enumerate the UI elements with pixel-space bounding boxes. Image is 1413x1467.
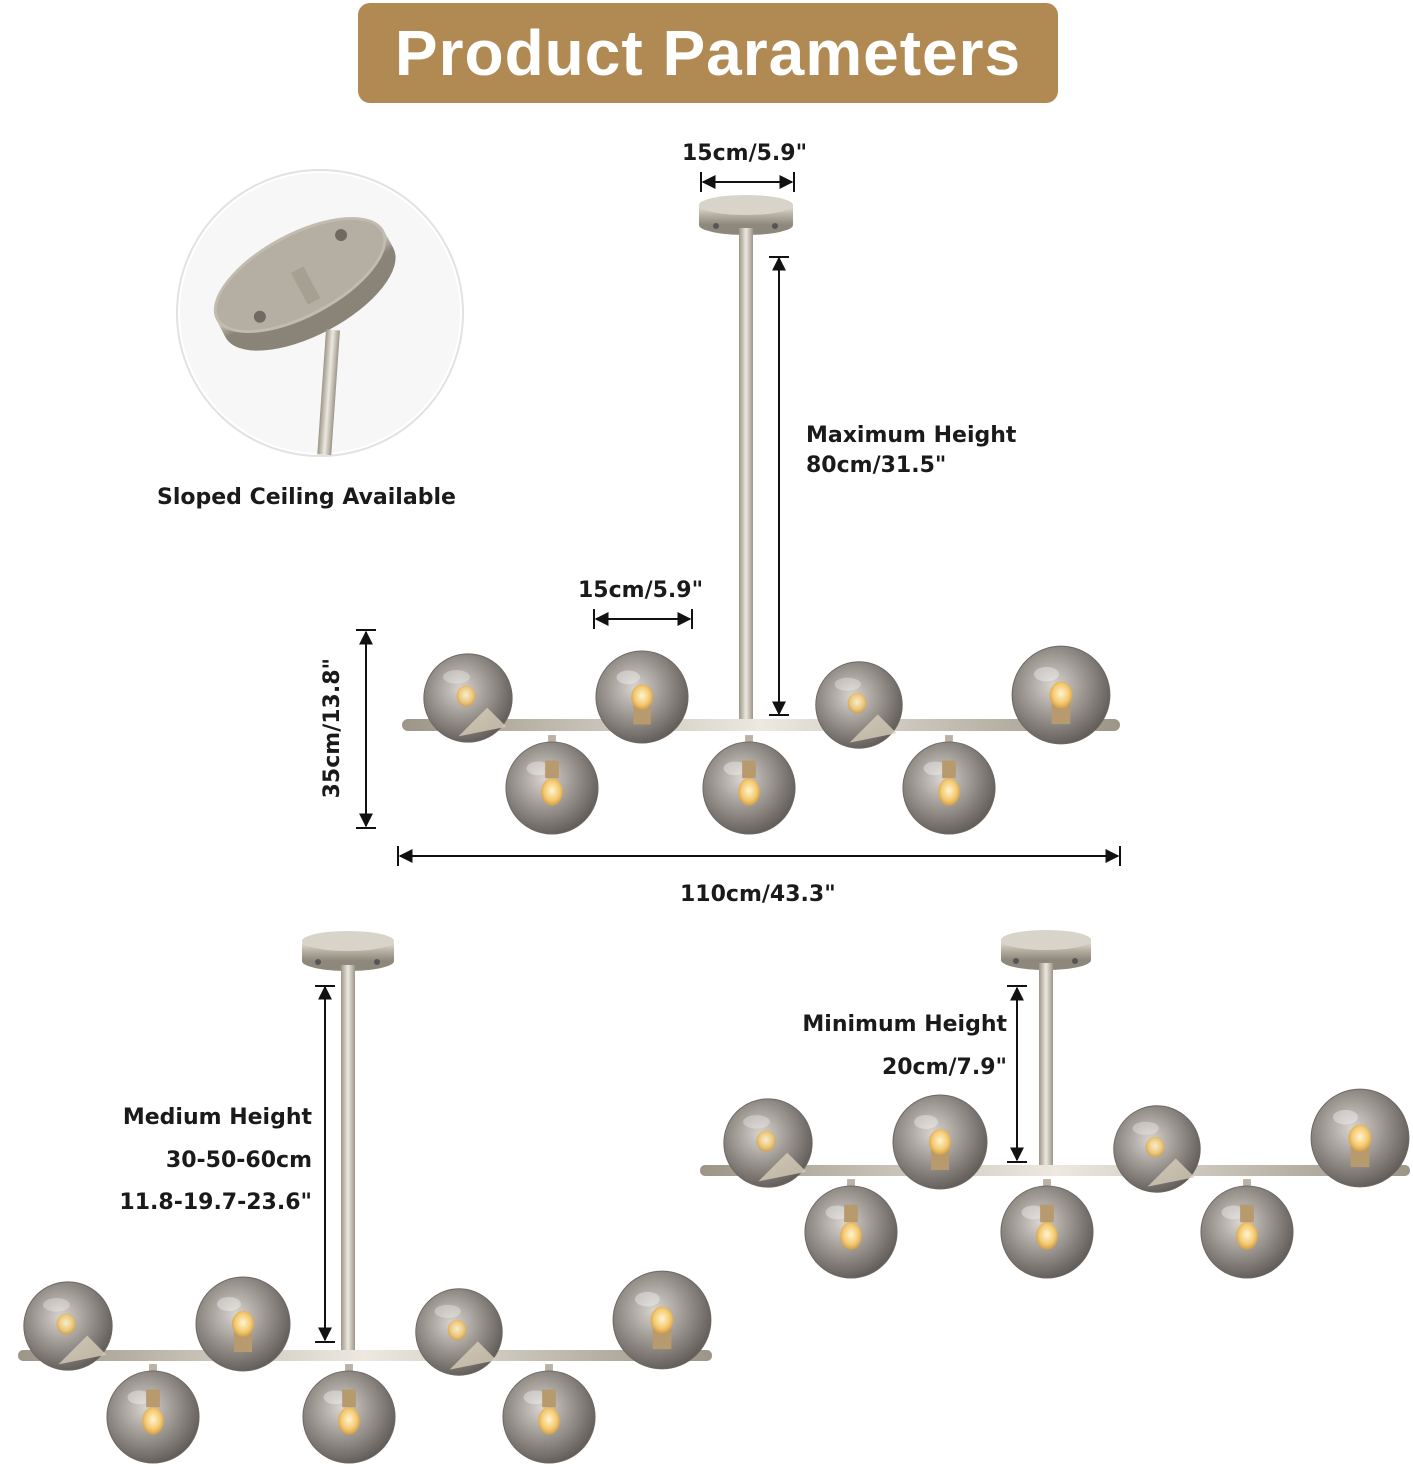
medium-height-in: 11.8-19.7-23.6" (119, 1190, 312, 1215)
title-banner: Product Parameters (358, 3, 1058, 103)
medium-height-cm: 30-50-60cm (165, 1148, 312, 1173)
dimension-lines-minimum (1007, 985, 1027, 1163)
globe-diameter-label: 15cm/5.9" (578, 578, 704, 603)
page-title: Product Parameters (394, 17, 1022, 89)
canopy-width-label: 15cm/5.9" (682, 141, 808, 166)
sloped-ceiling-caption: Sloped Ceiling Available (157, 485, 456, 510)
dimension-lines-medium (315, 985, 335, 1343)
max-height-label: Maximum Height (806, 423, 1017, 448)
medium-height-label: Medium Height (122, 1105, 312, 1130)
fixture-height-label: 35cm/13.8" (319, 658, 345, 799)
min-height-label: Minimum Height (802, 1012, 1007, 1037)
chandelier-minimum (700, 930, 1410, 1279)
dimension-lines-main (356, 172, 1121, 866)
sloped-ceiling-inset (176, 169, 464, 457)
fixture-length-label: 110cm/43.3" (680, 882, 836, 907)
chandelier-medium (18, 931, 712, 1464)
min-height-value: 20cm/7.9" (881, 1055, 1007, 1080)
max-height-value: 80cm/31.5" (806, 453, 947, 478)
chandelier-main (402, 195, 1120, 835)
